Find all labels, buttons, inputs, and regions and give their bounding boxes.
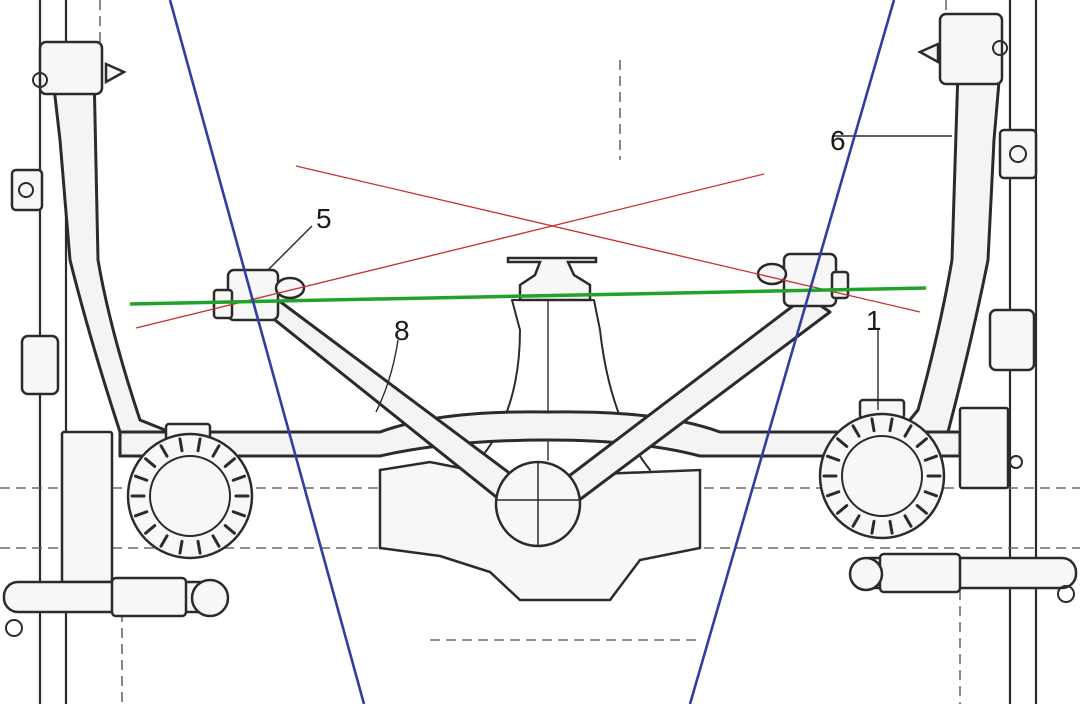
left-shock-absorber <box>2 576 230 637</box>
callout-6: 6 <box>830 125 846 156</box>
spring-tick <box>144 524 157 535</box>
right-trailing-arm <box>898 12 1038 490</box>
spring-tick <box>923 454 939 462</box>
spring-tick <box>196 539 202 555</box>
spring-tick <box>903 514 913 528</box>
spring-tick <box>231 474 247 482</box>
spring-tick <box>888 417 894 433</box>
spring-tick <box>870 519 876 535</box>
spring-tick <box>178 437 184 453</box>
spring-tick <box>851 514 861 528</box>
spring-tick <box>825 454 841 462</box>
callout-8: 8 <box>394 315 410 346</box>
spring-tick <box>196 437 202 453</box>
red-line-b <box>135 173 765 329</box>
spring-tick <box>870 417 876 433</box>
spring-tick <box>159 534 169 548</box>
spring-tick <box>825 490 841 498</box>
spring-tick <box>836 437 849 448</box>
spring-tick <box>836 504 849 515</box>
blue-line-left <box>168 0 366 704</box>
spring-tick <box>223 524 236 535</box>
spring-tick <box>133 510 149 518</box>
spring-tick <box>915 437 928 448</box>
spring-tick <box>888 519 894 535</box>
spring-tick <box>923 490 939 498</box>
right-shock-absorber <box>848 552 1078 603</box>
left-bushing <box>212 268 306 322</box>
red-line-a <box>295 165 921 313</box>
right-bushing <box>756 252 850 308</box>
spring-tick <box>851 424 861 438</box>
spring-tick <box>231 510 247 518</box>
spring-tick <box>903 424 913 438</box>
spring-tick <box>915 504 928 515</box>
left-spring-seat <box>126 422 254 560</box>
blue-line-right <box>688 0 896 704</box>
callout-5: 5 <box>316 203 332 234</box>
left-trailing-arm <box>10 40 172 584</box>
callout-1: 1 <box>866 305 882 336</box>
spring-tick <box>133 474 149 482</box>
spring-tick <box>211 534 221 548</box>
right-spring-seat <box>818 398 946 540</box>
spring-tick <box>159 444 169 458</box>
overlay-lines <box>129 0 927 704</box>
spring-tick <box>223 457 236 468</box>
green-reference-line <box>129 286 927 306</box>
spring-tick <box>178 539 184 555</box>
spring-tick <box>211 444 221 458</box>
spring-tick <box>144 457 157 468</box>
